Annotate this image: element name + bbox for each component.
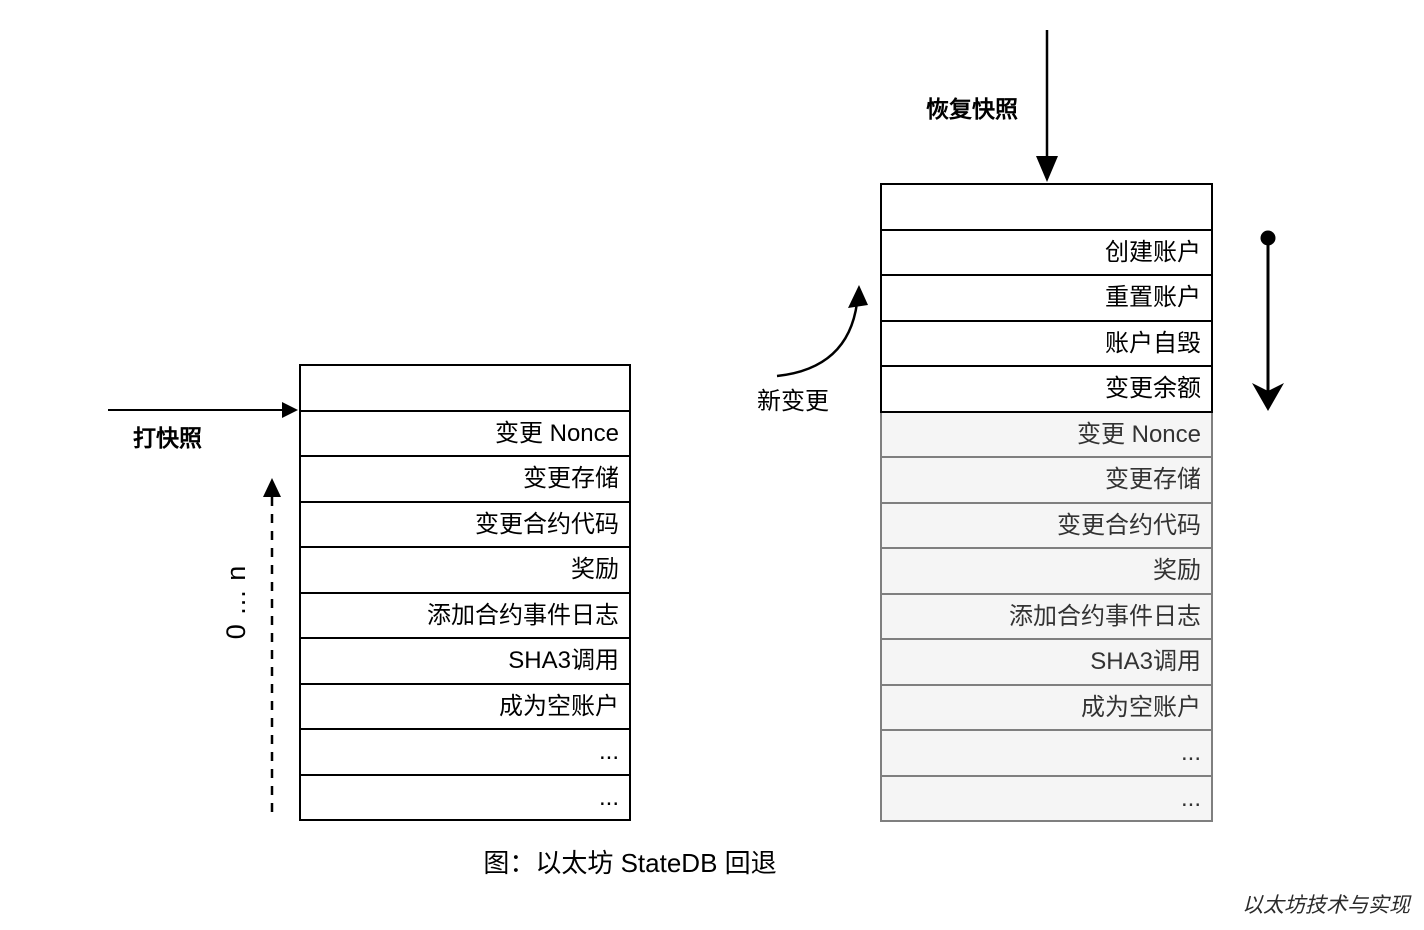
journal-row: ... xyxy=(299,775,631,821)
range-dashed-arrow xyxy=(263,478,281,812)
journal-row-reverted: 添加合约事件日志 xyxy=(880,594,1213,640)
journal-row-reverted: 变更合约代码 xyxy=(880,503,1213,549)
range-label: 0 ... n xyxy=(221,564,251,640)
journal-row: 变更 Nonce xyxy=(299,411,631,457)
journal-row-reverted: ... xyxy=(880,731,1213,777)
journal-row xyxy=(880,185,1213,231)
journal-row: 奖励 xyxy=(299,548,631,594)
journal-row-reverted: 变更存储 xyxy=(880,458,1213,504)
journal-row: ... xyxy=(299,730,631,776)
restore-snapshot-label: 恢复快照 xyxy=(926,96,1018,122)
journal-row-reverted: 奖励 xyxy=(880,549,1213,595)
journal-row: 变更余额 xyxy=(880,367,1213,413)
take-snapshot-arrow xyxy=(108,402,298,418)
revert-range-arrow xyxy=(1252,230,1284,411)
journal-row: 添加合约事件日志 xyxy=(299,593,631,639)
watermark: 以太坊技术与实现 xyxy=(1242,893,1410,917)
journal-row: 变更存储 xyxy=(299,457,631,503)
take-snapshot-label: 打快照 xyxy=(133,425,202,451)
journal-row: 重置账户 xyxy=(880,276,1213,322)
journal-row xyxy=(299,366,631,412)
journal-row: SHA3调用 xyxy=(299,639,631,685)
new-changes-section: 创建账户重置账户账户自毁变更余额 xyxy=(880,185,1213,413)
journal-row: 成为空账户 xyxy=(299,684,631,730)
journal-row: 创建账户 xyxy=(880,230,1213,276)
new-change-label: 新变更 xyxy=(757,388,829,415)
figure-caption: 图：以太坊 StateDB 回退 xyxy=(483,848,777,878)
restore-snapshot-arrow xyxy=(1036,30,1058,182)
journal-row-reverted: 变更 Nonce xyxy=(880,412,1213,458)
new-change-curved-arrow xyxy=(776,285,868,378)
journal-row-reverted: 成为空账户 xyxy=(880,685,1213,731)
journal-row-reverted: SHA3调用 xyxy=(880,640,1213,686)
journal-row: 变更合约代码 xyxy=(299,502,631,548)
journal-row: 账户自毁 xyxy=(880,321,1213,367)
journal-row-reverted: ... xyxy=(880,776,1213,822)
